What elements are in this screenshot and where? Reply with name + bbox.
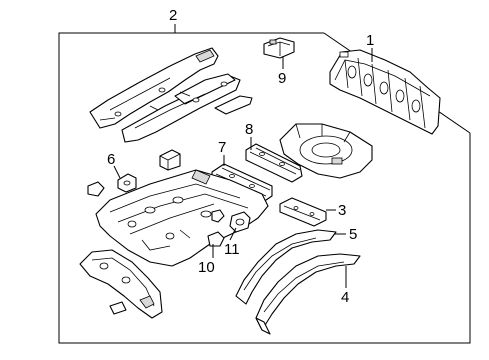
part-2-floor-rails[interactable] (89, 47, 253, 143)
callout-5: 5 (349, 226, 357, 243)
spare-tire-tub[interactable] (279, 123, 373, 179)
leader-6 (113, 165, 121, 179)
callout-2: 2 (169, 7, 177, 24)
part-1-rear-panel[interactable] (329, 49, 441, 135)
leader-11 (229, 227, 237, 241)
small-clip-left[interactable] (87, 181, 105, 197)
part-9-bracket[interactable] (263, 37, 295, 59)
part-5-side-rail[interactable] (235, 229, 337, 305)
part-11-mount[interactable] (229, 211, 251, 233)
callout-7: 7 (218, 139, 226, 156)
callout-9: 9 (278, 70, 286, 87)
part-4-side-rail[interactable] (255, 253, 361, 335)
assembly-frame (58, 32, 471, 344)
callout-1: 1 (366, 32, 374, 49)
part-3-crossmember[interactable] (279, 197, 327, 227)
part-8-crossmember[interactable] (245, 143, 303, 183)
part-10-bracket[interactable] (207, 209, 225, 247)
lower-left-bracket[interactable] (79, 249, 163, 319)
callout-4: 4 (341, 289, 349, 306)
callout-8: 8 (245, 121, 253, 138)
callout-10: 10 (198, 259, 215, 276)
callout-6: 6 (107, 151, 115, 168)
small-block-center[interactable] (159, 149, 181, 171)
callout-11: 11 (224, 241, 240, 258)
part-6-bracket[interactable] (117, 173, 137, 193)
callout-3: 3 (338, 202, 346, 219)
rear-floor-pan[interactable] (95, 169, 269, 267)
